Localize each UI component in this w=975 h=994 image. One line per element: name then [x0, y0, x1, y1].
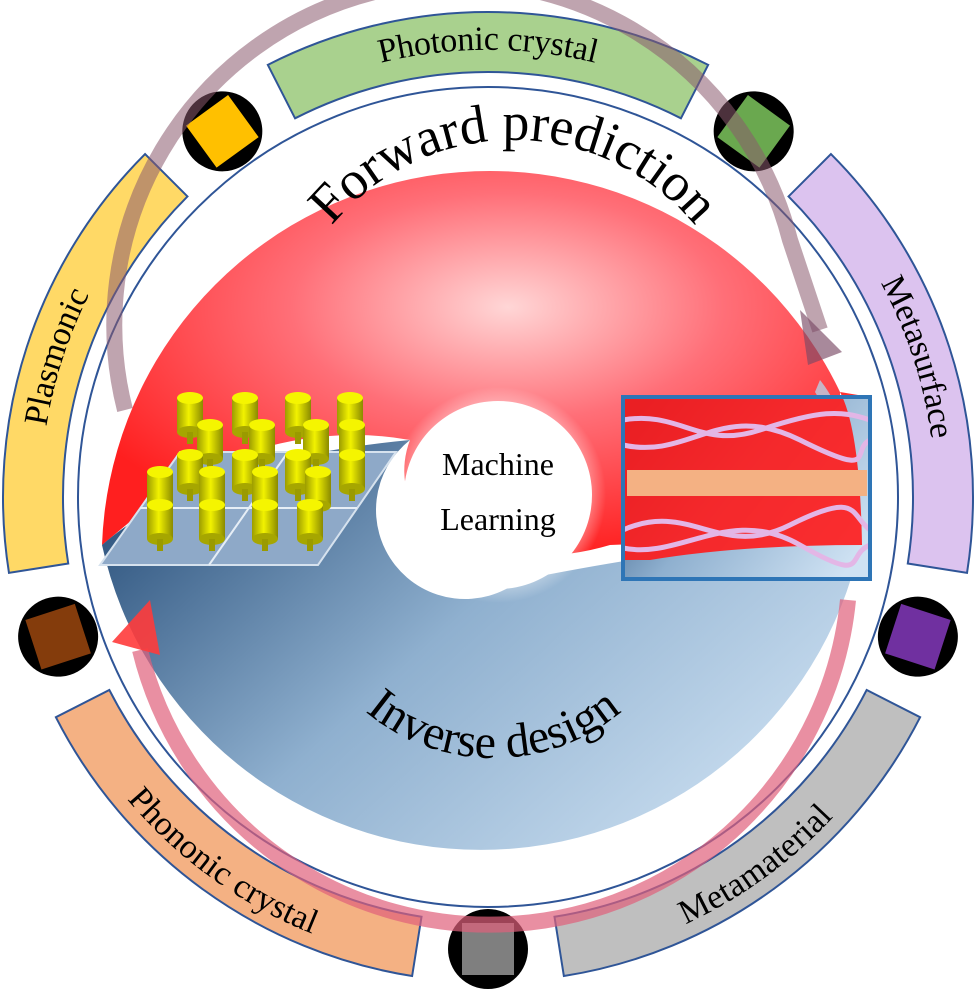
connector-square	[183, 92, 262, 171]
segment-photonic-crystal	[266, 11, 710, 120]
waveguide-frame	[621, 395, 872, 581]
connector-square	[22, 601, 94, 672]
pillar	[232, 392, 258, 444]
inverse-arrow-shaft	[132, 599, 856, 933]
forward-arrowhead	[800, 310, 842, 365]
connector-metasurface-metamaterial	[877, 596, 958, 677]
pillar	[177, 449, 203, 501]
pillar	[199, 499, 225, 551]
pillar	[252, 499, 278, 551]
connector-plasmonic-photonic	[182, 91, 263, 172]
mode-line-3	[621, 504, 872, 539]
inverse-arrowhead	[112, 600, 160, 655]
waveguide-inset	[621, 392, 872, 581]
mode-line-1	[622, 411, 871, 439]
segment-metasurface	[787, 152, 974, 575]
forward-arrow-shaft	[106, 0, 828, 412]
center-label-line2: Learning	[440, 501, 556, 537]
segment-metamaterial	[553, 688, 922, 978]
center-label-line1: Machine	[442, 446, 554, 482]
pillar	[303, 419, 329, 471]
pillar	[339, 449, 365, 501]
waveguide-core	[627, 470, 867, 496]
connector-square	[882, 601, 954, 672]
mode-line-2	[622, 423, 872, 463]
mode-line-4	[622, 527, 872, 568]
connector-phononic-plasmonic	[18, 596, 99, 677]
pillar	[285, 449, 311, 501]
pillar	[147, 499, 173, 551]
segment-plasmonic	[2, 152, 189, 575]
center-circle	[404, 401, 592, 589]
pillar	[297, 499, 323, 551]
pillar-array-illustration	[98, 392, 398, 566]
